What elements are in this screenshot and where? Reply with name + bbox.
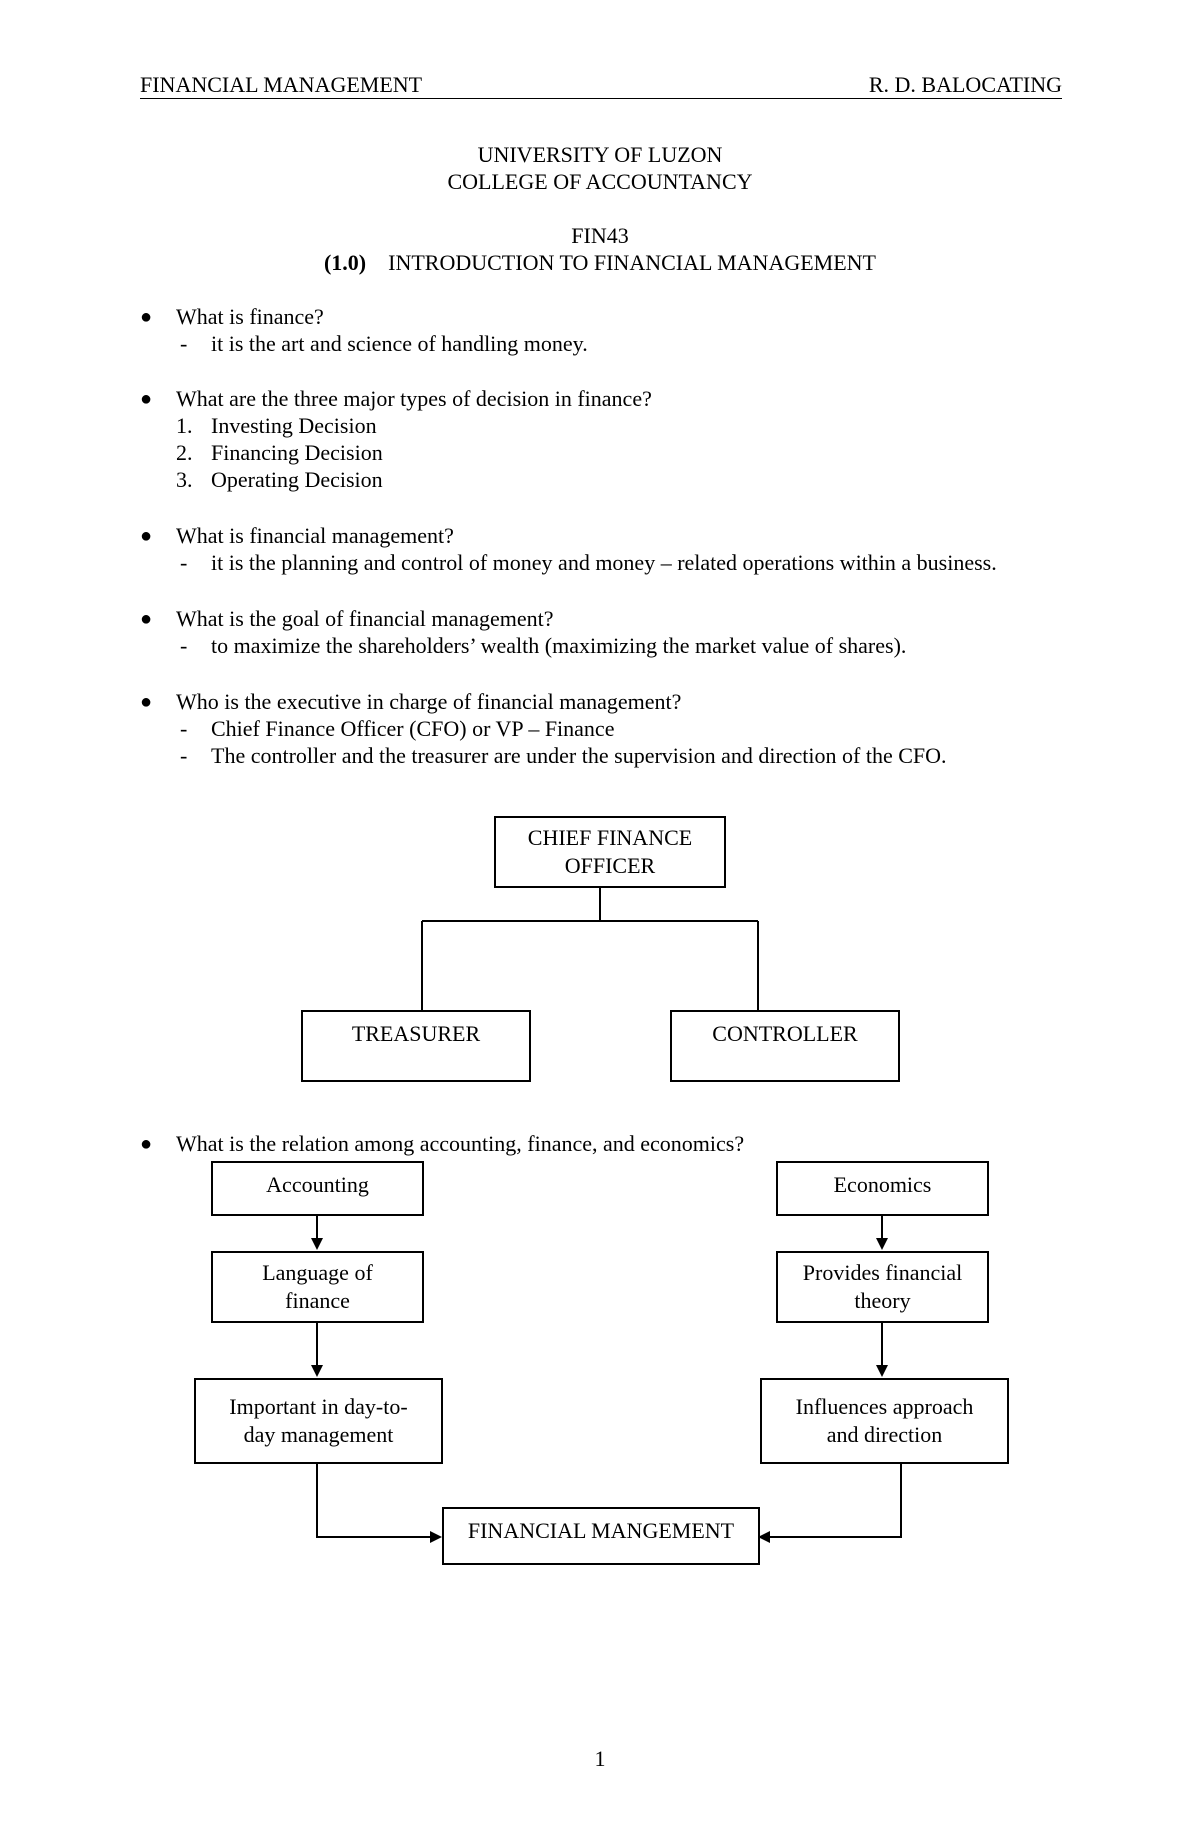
bullet-icon: ●	[140, 608, 153, 630]
arrow-influences-to-fm	[758, 1464, 902, 1543]
answer-financial-management: it is the planning and control of money …	[211, 550, 997, 575]
course-code: FIN43	[571, 223, 629, 248]
bullet-icon: ●	[140, 388, 153, 410]
box-important-day-to-day: Important in day-to- day management	[194, 1378, 443, 1464]
dash-marker: -	[180, 633, 188, 658]
org-treasurer-label: TREASURER	[351, 1021, 481, 1046]
answer-finance: it is the art and science of handling mo…	[211, 331, 588, 356]
question-executive: Who is the executive in charge of financ…	[176, 689, 682, 714]
section-number: (1.0)	[323, 250, 367, 275]
label-important-line1: Important in day-to-	[229, 1394, 408, 1419]
college-name: COLLEGE OF ACCOUNTANCY	[447, 169, 753, 194]
org-box-controller: CONTROLLER	[670, 1010, 900, 1082]
label-influences-line1: Influences approach	[795, 1394, 974, 1419]
list-number: 2.	[176, 440, 193, 465]
org-cfo-line1: CHIEF FINANCE	[527, 825, 693, 850]
question-decisions: What are the three major types of decisi…	[176, 386, 652, 411]
bullet-icon: ●	[140, 525, 153, 547]
question-finance: What is finance?	[176, 304, 324, 329]
header-author: R. D. BALOCATING	[868, 72, 1062, 97]
box-provides-financial-theory: Provides financial theory	[776, 1251, 989, 1323]
label-accounting: Accounting	[266, 1172, 369, 1197]
box-economics: Economics	[776, 1161, 989, 1216]
label-language-line1: Language of	[262, 1260, 373, 1285]
bullet-icon: ●	[140, 691, 153, 713]
list-number: 1.	[176, 413, 193, 438]
page-number: 1	[594, 1746, 606, 1771]
answer-executive-supervision: The controller and the treasurer are und…	[211, 743, 947, 768]
box-language-of-finance: Language of finance	[211, 1251, 424, 1323]
answer-executive-cfo: Chief Finance Officer (CFO) or VP – Fina…	[211, 716, 615, 741]
arrow-important-to-fm	[316, 1464, 442, 1543]
list-item: Investing Decision	[211, 413, 377, 438]
dash-marker: -	[180, 331, 188, 356]
org-box-treasurer: TREASURER	[301, 1010, 531, 1082]
question-relation: What is the relation among accounting, f…	[176, 1131, 745, 1156]
box-financial-management: FINANCIAL MANGEMENT	[442, 1507, 760, 1565]
box-accounting: Accounting	[211, 1161, 424, 1216]
list-item: Operating Decision	[211, 467, 383, 492]
list-item: Financing Decision	[211, 440, 383, 465]
bullet-icon: ●	[140, 1133, 153, 1155]
dash-marker: -	[180, 716, 188, 741]
label-influences-line2: and direction	[826, 1422, 943, 1447]
dash-marker: -	[180, 743, 188, 768]
university-name: UNIVERSITY OF LUZON	[477, 142, 723, 167]
label-language-line2: finance	[285, 1288, 350, 1313]
question-goal: What is the goal of financial management…	[176, 606, 554, 631]
section-heading: (1.0) INTRODUCTION TO FINANCIAL MANAGEME…	[0, 250, 1200, 276]
org-cfo-line2: OFFICER	[564, 853, 656, 878]
bullet-icon: ●	[140, 306, 153, 328]
list-number: 3.	[176, 467, 193, 492]
page-header: FINANCIAL MANAGEMENT R. D. BALOCATING	[140, 72, 1062, 99]
question-financial-management: What is financial management?	[176, 523, 454, 548]
header-course-title: FINANCIAL MANAGEMENT	[140, 72, 423, 97]
box-influences-approach: Influences approach and direction	[760, 1378, 1009, 1464]
label-economics: Economics	[833, 1172, 932, 1197]
org-controller-label: CONTROLLER	[712, 1021, 858, 1046]
dash-marker: -	[180, 550, 188, 575]
answer-goal: to maximize the shareholders’ wealth (ma…	[211, 633, 907, 658]
org-box-cfo: CHIEF FINANCE OFFICER	[494, 816, 726, 888]
label-provides-line2: theory	[854, 1288, 911, 1313]
label-financial-management: FINANCIAL MANGEMENT	[467, 1518, 735, 1543]
section-title: INTRODUCTION TO FINANCIAL MANAGEMENT	[388, 250, 876, 275]
label-important-line2: day management	[243, 1422, 394, 1447]
label-provides-line1: Provides financial	[802, 1260, 963, 1285]
